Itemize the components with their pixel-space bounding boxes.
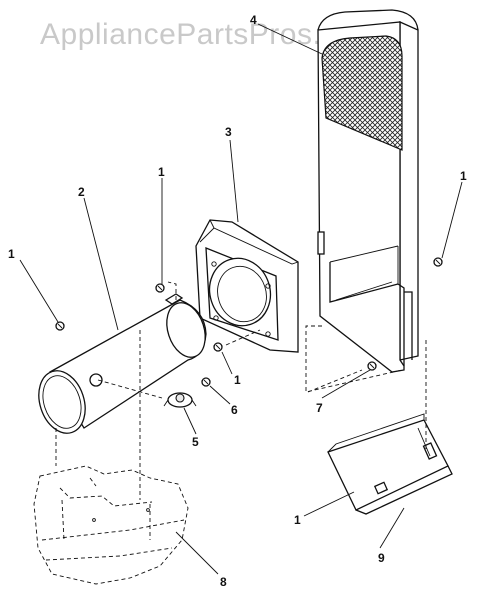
callout-1d: 1 — [460, 169, 467, 183]
callout-1b: 1 — [158, 165, 165, 179]
part-5-thermostat — [163, 392, 197, 408]
part-4-back-panel — [317, 9, 419, 373]
part-7-screw — [367, 361, 377, 371]
part-1-screw-a — [55, 321, 65, 331]
callout-6: 6 — [231, 403, 238, 417]
part-1-screw-d — [433, 257, 443, 267]
part-6-screw — [201, 377, 211, 387]
callout-5: 5 — [192, 435, 199, 449]
part-8-blower-housing — [33, 465, 189, 585]
callout-4: 4 — [250, 13, 257, 27]
leader-lines — [19, 23, 463, 575]
callout-labels: 1 2 1 3 4 1 1 6 5 7 1 9 8 — [8, 13, 467, 589]
callout-9: 9 — [378, 551, 385, 565]
callout-7: 7 — [316, 401, 323, 415]
mesh-grille — [321, 35, 403, 151]
callout-1c: 1 — [234, 373, 241, 387]
callout-2: 2 — [78, 185, 85, 199]
part-1-screw-b — [155, 283, 165, 293]
part-1-screw-c — [213, 342, 223, 352]
callout-8: 8 — [220, 575, 227, 589]
callout-1e: 1 — [294, 513, 301, 527]
callout-1a: 1 — [8, 247, 15, 261]
part-2-exhaust-tube — [38, 293, 207, 434]
part-3-duct-adapter — [195, 219, 299, 353]
callout-3: 3 — [225, 125, 232, 139]
part-9-bracket — [327, 413, 453, 515]
alignment-lines — [55, 281, 427, 500]
